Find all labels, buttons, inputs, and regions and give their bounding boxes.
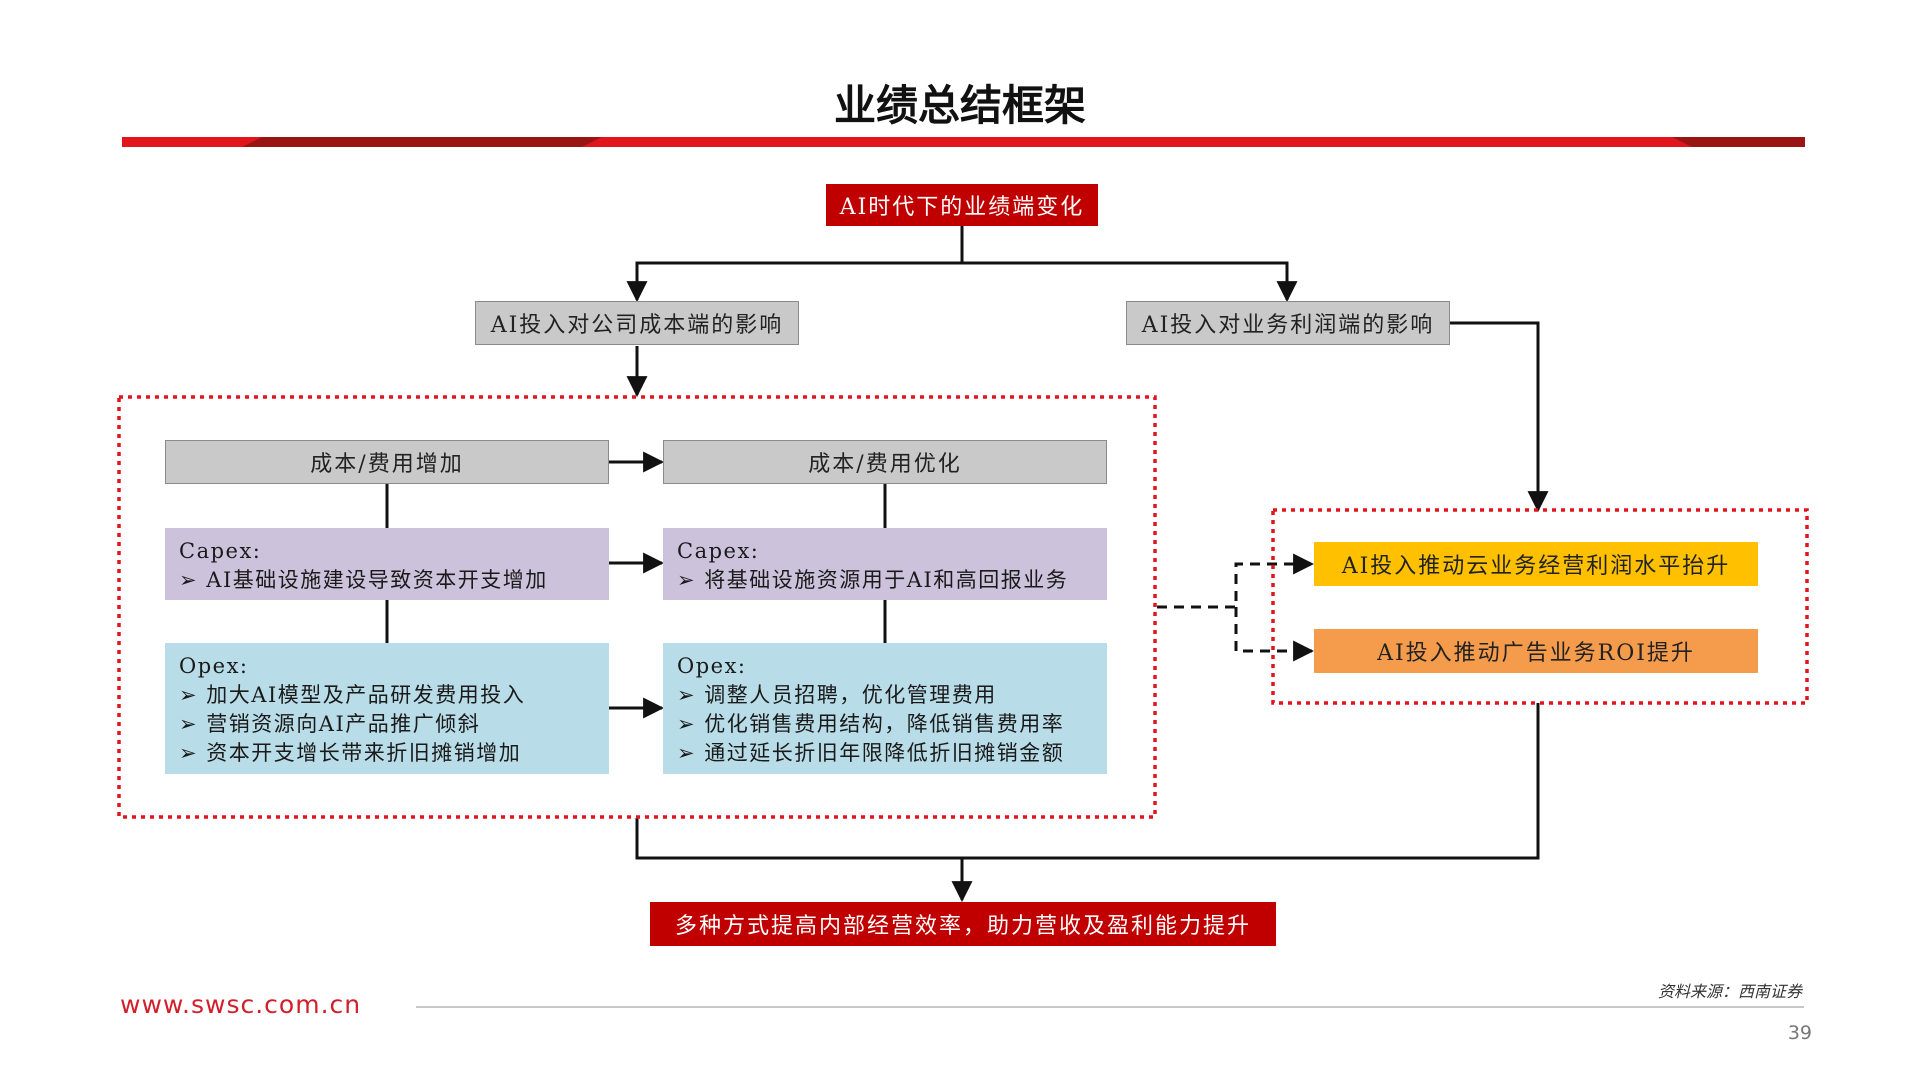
footer-website-link[interactable]: www.swsc.com.cn bbox=[120, 990, 362, 1019]
ads-roi-box: AI投入推动广告业务ROI提升 bbox=[1314, 629, 1758, 673]
conclusion-box: 多种方式提高内部经营效率，助力营收及盈利能力提升 bbox=[650, 902, 1276, 946]
increase-opex-box: Opex: 加大AI模型及产品研发费用投入 营销资源向AI产品推广倾斜 资本开支… bbox=[165, 643, 609, 774]
cost-impact-box: AI投入对公司成本端的影响 bbox=[475, 301, 799, 345]
top-node-label: AI时代下的业绩端变化 bbox=[839, 195, 1085, 220]
increase-capex-box: Capex: AI基础设施建设导致资本开支增加 bbox=[165, 528, 609, 600]
optimize-opex-item: 调整人员招聘，优化管理费用 bbox=[677, 681, 1093, 710]
increase-capex-item: AI基础设施建设导致资本开支增加 bbox=[179, 566, 595, 595]
increase-capex-label: Capex: bbox=[179, 539, 262, 563]
increase-opex-item: 加大AI模型及产品研发费用投入 bbox=[179, 681, 595, 710]
cost-optimize-header: 成本/费用优化 bbox=[663, 440, 1107, 484]
increase-opex-item: 营销资源向AI产品推广倾斜 bbox=[179, 710, 595, 739]
profit-impact-label: AI投入对业务利润端的影响 bbox=[1141, 313, 1435, 338]
cloud-profit-box: AI投入推动云业务经营利润水平抬升 bbox=[1314, 542, 1758, 586]
optimize-opex-item: 优化销售费用结构，降低销售费用率 bbox=[677, 710, 1093, 739]
footer-divider bbox=[416, 1006, 1804, 1008]
cost-increase-label: 成本/费用增加 bbox=[310, 452, 464, 477]
conclusion-label: 多种方式提高内部经营效率，助力营收及盈利能力提升 bbox=[674, 914, 1251, 939]
increase-opex-label: Opex: bbox=[179, 654, 249, 678]
ads-roi-label: AI投入推动广告业务ROI提升 bbox=[1377, 641, 1695, 666]
optimize-capex-box: Capex: 将基础设施资源用于AI和高回报业务 bbox=[663, 528, 1107, 600]
optimize-capex-label: Capex: bbox=[677, 539, 760, 563]
page-title: 业绩总结框架 bbox=[833, 81, 1086, 130]
optimize-capex-item: 将基础设施资源用于AI和高回报业务 bbox=[677, 566, 1093, 595]
profit-frame bbox=[1271, 508, 1809, 705]
source-note: 资料来源：西南证券 bbox=[1657, 982, 1802, 1001]
optimize-opex-label: Opex: bbox=[677, 654, 747, 678]
cost-increase-header: 成本/费用增加 bbox=[165, 440, 609, 484]
cost-optimize-label: 成本/费用优化 bbox=[808, 452, 962, 477]
cost-frame bbox=[117, 395, 1157, 819]
optimize-opex-item: 通过延长折旧年限降低折旧摊销金额 bbox=[677, 739, 1093, 768]
top-node-box: AI时代下的业绩端变化 bbox=[826, 184, 1098, 226]
page-number: 39 bbox=[1787, 1022, 1812, 1044]
increase-opex-item: 资本开支增长带来折旧摊销增加 bbox=[179, 739, 595, 768]
title-underline-bar bbox=[122, 137, 1805, 147]
cloud-profit-label: AI投入推动云业务经营利润水平抬升 bbox=[1341, 554, 1731, 579]
cost-impact-label: AI投入对公司成本端的影响 bbox=[490, 313, 784, 338]
optimize-opex-box: Opex: 调整人员招聘，优化管理费用 优化销售费用结构，降低销售费用率 通过延… bbox=[663, 643, 1107, 774]
profit-impact-box: AI投入对业务利润端的影响 bbox=[1126, 301, 1450, 345]
